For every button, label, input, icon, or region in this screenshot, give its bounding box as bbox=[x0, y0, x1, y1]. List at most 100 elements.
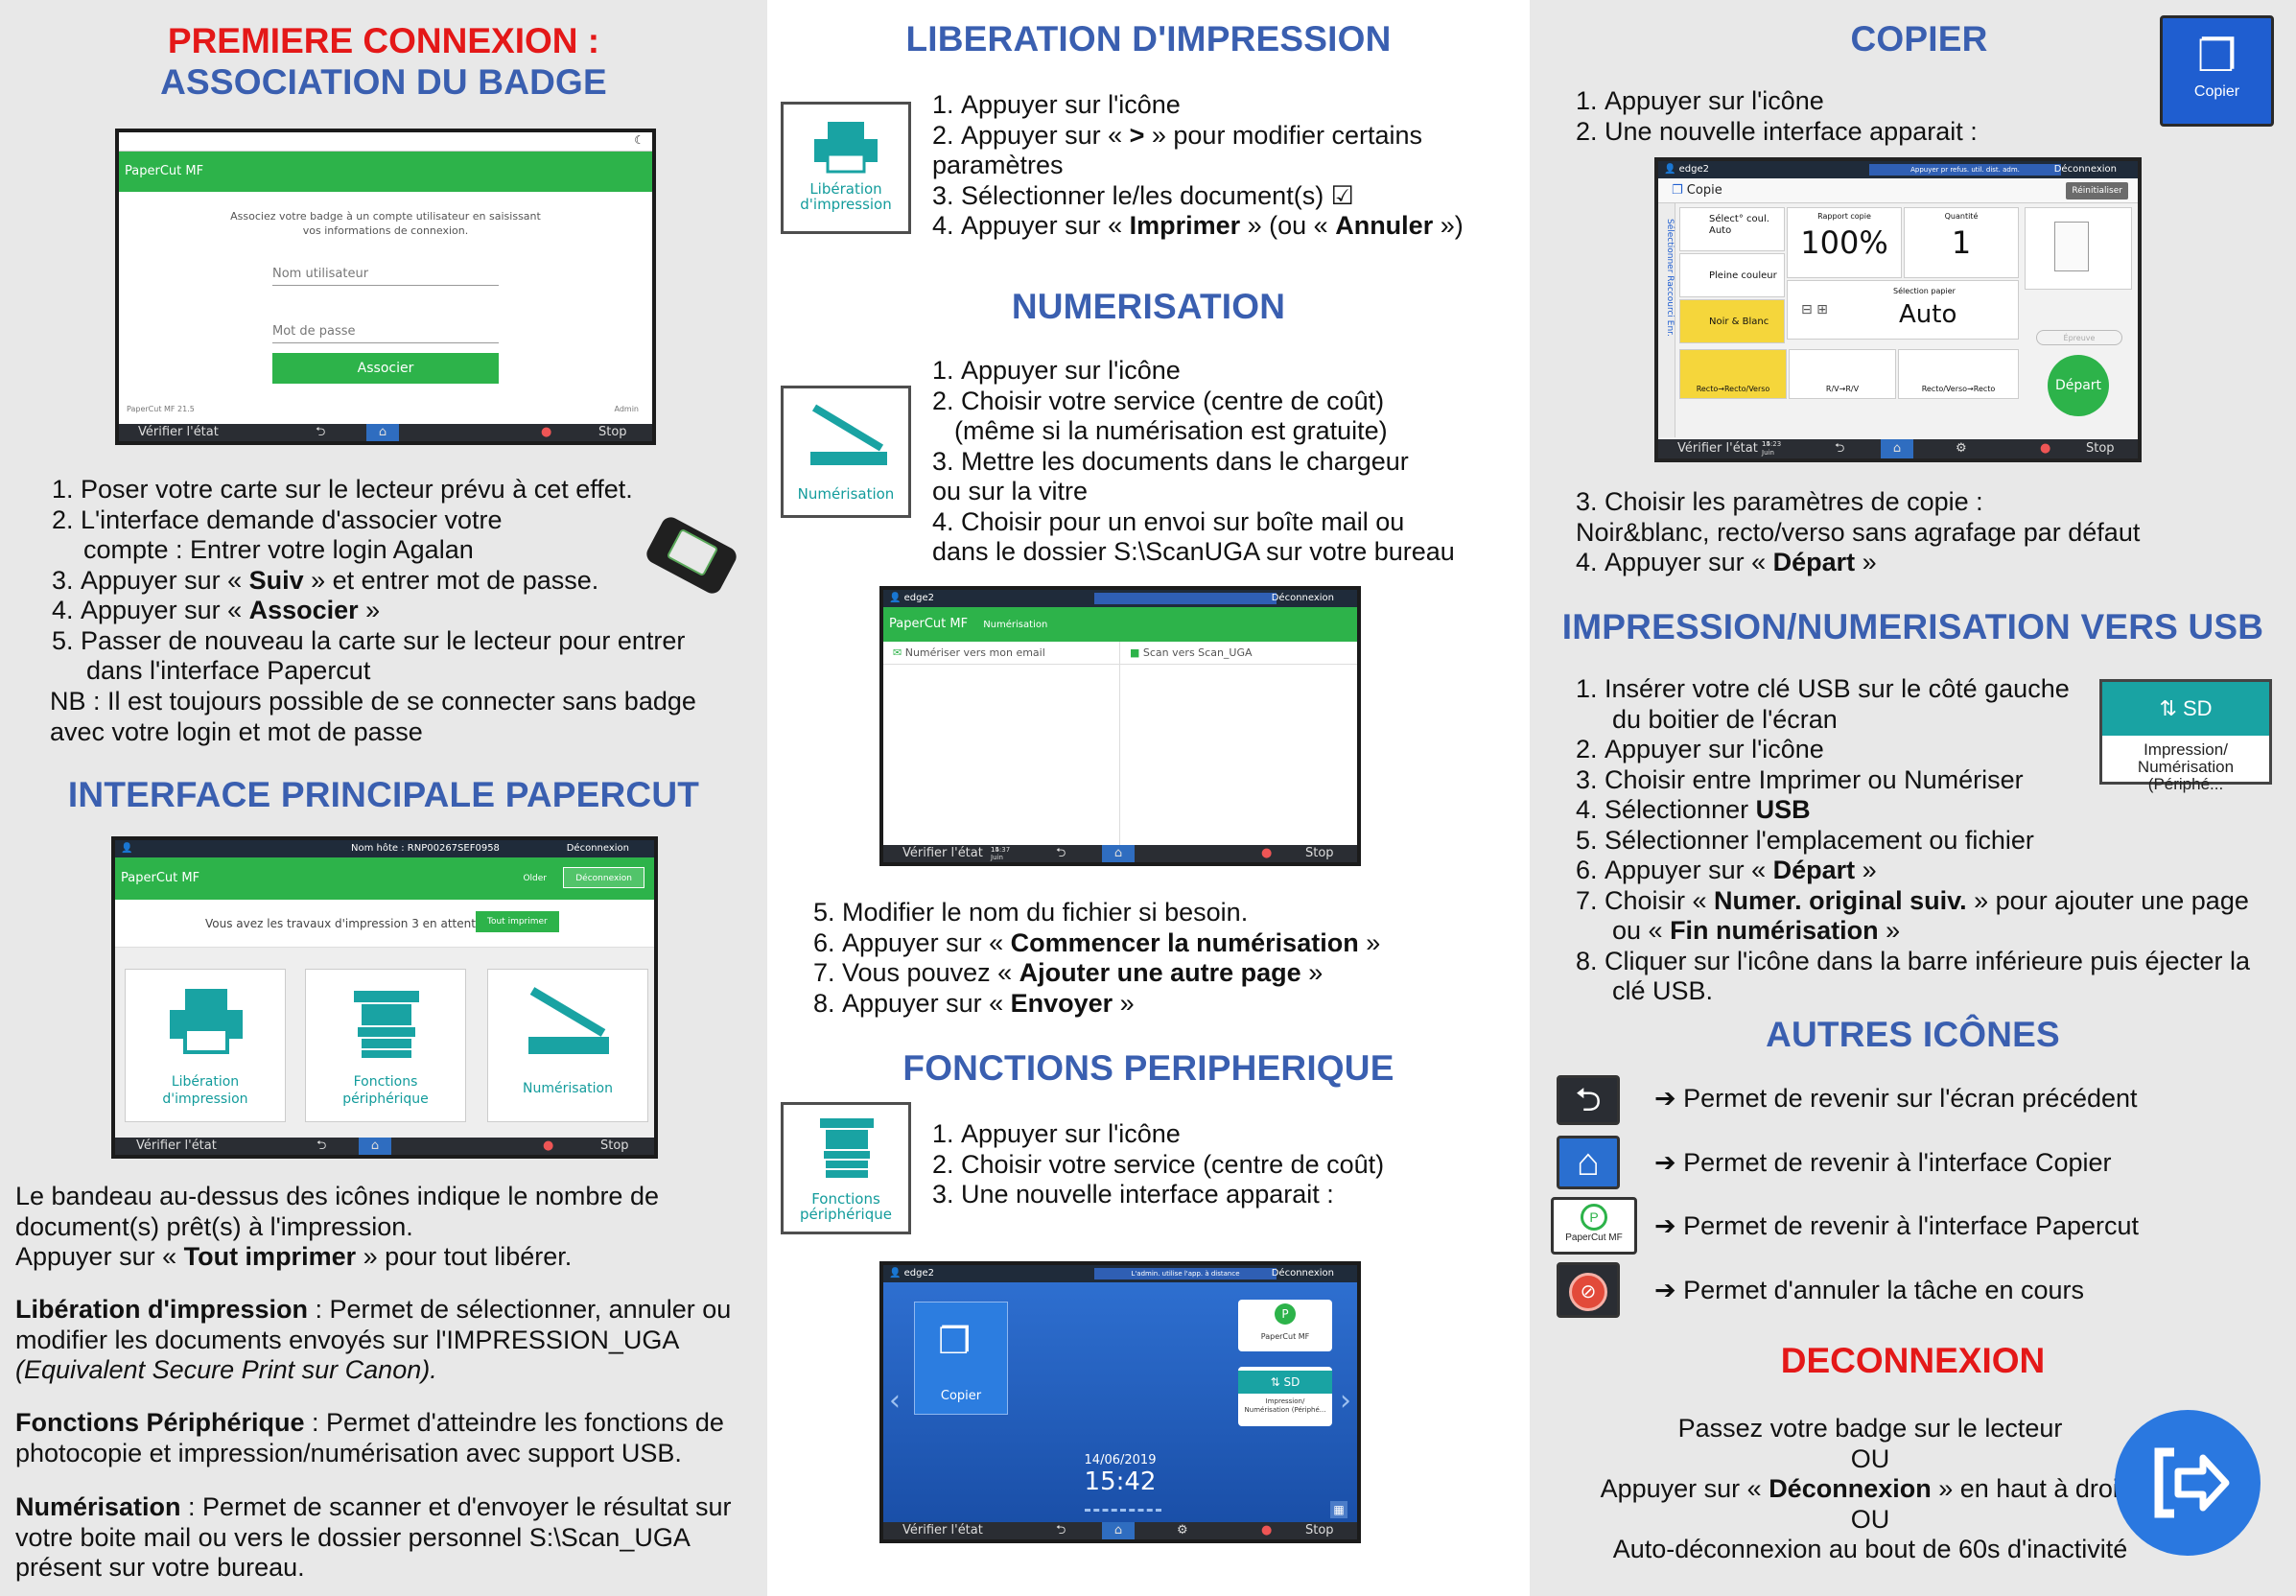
associate-button[interactable]: Associer bbox=[272, 353, 499, 384]
screen-topbar: 👤 edge2 Appuyer pr refus. util. dist. ad… bbox=[1658, 161, 2138, 178]
paper-panel[interactable]: Sélection papier Auto ⊟ ⊞ bbox=[1787, 280, 2019, 340]
icon-fonc-line1: Fonctions bbox=[811, 1190, 880, 1208]
papercut-icon-label: PaperCut MF bbox=[1565, 1232, 1623, 1243]
numerisation-steps-2: 5.Modifier le nom du fichier si besoin. … bbox=[813, 898, 1380, 1019]
app-grid-icon[interactable]: ▦ bbox=[1330, 1501, 1347, 1518]
back-icon[interactable]: ⮌ bbox=[316, 1138, 327, 1153]
check-status-button[interactable]: Vérifier l'état bbox=[902, 1523, 983, 1537]
logout-button[interactable]: Déconnexion bbox=[1271, 593, 1334, 603]
usb-app-tile[interactable]: ⇅ SD Impression/Numérisation (Périphé... bbox=[1238, 1367, 1332, 1426]
printer-icon bbox=[814, 122, 878, 174]
home-time: 15:42 bbox=[1084, 1467, 1157, 1496]
back-icon[interactable]: ⮌ bbox=[1056, 846, 1066, 860]
back-icon[interactable]: ⮌ bbox=[1056, 1523, 1066, 1537]
papercut-icon: P PaperCut MF bbox=[1551, 1197, 1637, 1255]
title-association-badge: ASSOCIATION DU BADGE bbox=[160, 62, 607, 102]
para2-line1: Libération d'impression : Permet de séle… bbox=[15, 1295, 732, 1324]
scan-to-folder-option[interactable]: ■ Scan vers Scan_UGA bbox=[1119, 642, 1357, 665]
home-icon[interactable]: ⌂ bbox=[1881, 439, 1913, 458]
reset-button[interactable]: Réinitialiser bbox=[2066, 182, 2128, 200]
check-status-button[interactable]: Vérifier l'état bbox=[902, 846, 983, 860]
bw-button[interactable]: Noir & Blanc bbox=[1679, 299, 1785, 343]
next-page-icon[interactable]: › bbox=[1340, 1384, 1351, 1418]
username-field[interactable]: Nom utilisateur bbox=[272, 263, 499, 286]
logout-button[interactable]: Déconnexion bbox=[2053, 164, 2117, 175]
stop-button[interactable]: Stop bbox=[1305, 846, 1334, 860]
copy-pages-icon: ❐ bbox=[2196, 31, 2237, 81]
home-screenshot: 👤 edge2 L'admin. utilise l'app. à distan… bbox=[879, 1261, 1361, 1543]
back-icon[interactable]: ⮌ bbox=[316, 425, 326, 439]
logout-button[interactable]: Déconnexion bbox=[1271, 1268, 1334, 1279]
lib-step-3: 3.Sélectionner le/les document(s) ☑ bbox=[932, 180, 1354, 210]
paper-label: Sélection papier bbox=[1893, 287, 1956, 295]
duplex-1-button[interactable]: Recto→Recto/Verso bbox=[1679, 349, 1787, 399]
color-auto-button[interactable]: Sélect° coul.Auto bbox=[1679, 207, 1785, 251]
back-icon[interactable]: ⮌ bbox=[1835, 441, 1845, 456]
stop-button[interactable]: Stop bbox=[598, 425, 627, 439]
scan-to-email-option[interactable]: ✉ Numériser vers mon email bbox=[883, 642, 1119, 665]
icon-lib-line1: Libération bbox=[809, 180, 882, 198]
home-icon[interactable]: ⌂ bbox=[359, 1138, 391, 1155]
stop-button[interactable]: Stop bbox=[1305, 1523, 1334, 1537]
usb-sd-icon: ⇅ SD bbox=[1238, 1371, 1332, 1394]
badge-steps: 1.Poser votre carte sur le lecteur prévu… bbox=[52, 475, 685, 687]
title-usb: IMPRESSION/NUMERISATION VERS USB bbox=[1561, 607, 2264, 646]
password-field[interactable]: Mot de passe bbox=[272, 320, 499, 343]
usb-step-6: 6.Appuyer sur « Départ » bbox=[1576, 856, 1877, 884]
check-status-button[interactable]: Vérifier l'état bbox=[138, 425, 219, 439]
shortcut-side-tab[interactable]: Sélectionner Raccourci Enr. bbox=[1658, 203, 1675, 437]
para4-line1: Numérisation : Permet de scanner et d'en… bbox=[15, 1492, 732, 1521]
para3-line1: Fonctions Périphérique : Permet d'attein… bbox=[15, 1408, 724, 1437]
section-label: Numérisation bbox=[983, 620, 1048, 630]
start-button[interactable]: Départ bbox=[2048, 355, 2109, 416]
right-column: COPIER ❐ Copier 1.Appuyer sur l'icône 2.… bbox=[1530, 0, 2296, 1596]
print-all-button[interactable]: Tout imprimer bbox=[476, 911, 559, 932]
home-icon[interactable]: ⌂ bbox=[366, 424, 399, 441]
quantity-panel[interactable]: Quantité 1 bbox=[1904, 207, 2019, 278]
copier-app-tile[interactable]: ❐ Copier bbox=[914, 1302, 1008, 1415]
lib-step-2: 2.Appuyer sur « > » pour modifier certai… bbox=[932, 120, 1423, 150]
stop-icon[interactable]: ● bbox=[543, 1138, 554, 1153]
check-status-button[interactable]: Vérifier l'état bbox=[1677, 441, 1758, 456]
tile1-line2: d'impression bbox=[162, 1091, 248, 1107]
admin-notice: Appuyer pr refus. util. dist. adm. bbox=[1869, 164, 2061, 176]
lib-step-1: 1.Appuyer sur l'icône bbox=[932, 90, 1181, 119]
stop-button[interactable]: Stop bbox=[600, 1138, 629, 1153]
brand-label: PaperCut MF bbox=[121, 871, 200, 885]
home-icon[interactable]: ⌂ bbox=[1102, 845, 1135, 862]
stop-icon[interactable]: ● bbox=[541, 425, 552, 439]
settings-icon[interactable]: ⚙ bbox=[1956, 441, 1967, 456]
copy-step-1: 1.Appuyer sur l'icône bbox=[1576, 86, 1824, 115]
ratio-panel[interactable]: Rapport copie 100% bbox=[1787, 207, 1902, 278]
logout-button[interactable]: Déconnexion bbox=[566, 843, 629, 854]
copy-step-3: 3.Choisir les paramètres de copie : bbox=[1576, 487, 1983, 516]
papercut-app-tile[interactable]: P PaperCut MF bbox=[1238, 1300, 1332, 1351]
full-color-button[interactable]: Pleine couleur bbox=[1679, 253, 1785, 297]
settings-icon[interactable]: ⚙ bbox=[1177, 1523, 1188, 1537]
stop-icon[interactable]: ● bbox=[1261, 1523, 1273, 1537]
stop-icon[interactable]: ● bbox=[2040, 441, 2051, 456]
copy-step-3-cont: Noir&blanc, recto/verso sans agrafage pa… bbox=[1576, 517, 2141, 547]
copy-steps: 1.Appuyer sur l'icône 2.Une nouvelle int… bbox=[1576, 86, 1978, 147]
usb-steps: 1.Insérer votre clé USB sur le côté gauc… bbox=[1576, 674, 2250, 1007]
stop-button[interactable]: Stop bbox=[2086, 441, 2115, 456]
back-icon-desc: ➔ Permet de revenir sur l'écran précéden… bbox=[1654, 1084, 2138, 1113]
logout-green-button[interactable]: Déconnexion bbox=[563, 867, 644, 888]
duplex-2-button[interactable]: R/V→R/V bbox=[1789, 349, 1896, 399]
prev-page-icon[interactable]: ‹ bbox=[889, 1384, 901, 1418]
preview-button[interactable]: Épreuve bbox=[2036, 330, 2122, 345]
usb-step-3: 3.Choisir entre Imprimer ou Numériser bbox=[1576, 764, 2024, 794]
duplex-3-button[interactable]: Recto/Verso→Recto bbox=[1898, 349, 2019, 399]
title-interface-principale: INTERFACE PRINCIPALE PAPERCUT bbox=[67, 775, 700, 814]
stop-icon[interactable]: ● bbox=[1261, 846, 1273, 860]
home-icon[interactable]: ⌂ bbox=[1102, 1522, 1135, 1539]
tile-numerisation[interactable]: Numérisation bbox=[487, 969, 648, 1122]
user-icon: 👤 bbox=[889, 1268, 902, 1279]
check-status-button[interactable]: Vérifier l'état bbox=[136, 1138, 217, 1153]
deco-line4: OU bbox=[1850, 1504, 1890, 1534]
older-label: Older bbox=[523, 874, 547, 883]
scanner-icon bbox=[528, 987, 609, 1054]
